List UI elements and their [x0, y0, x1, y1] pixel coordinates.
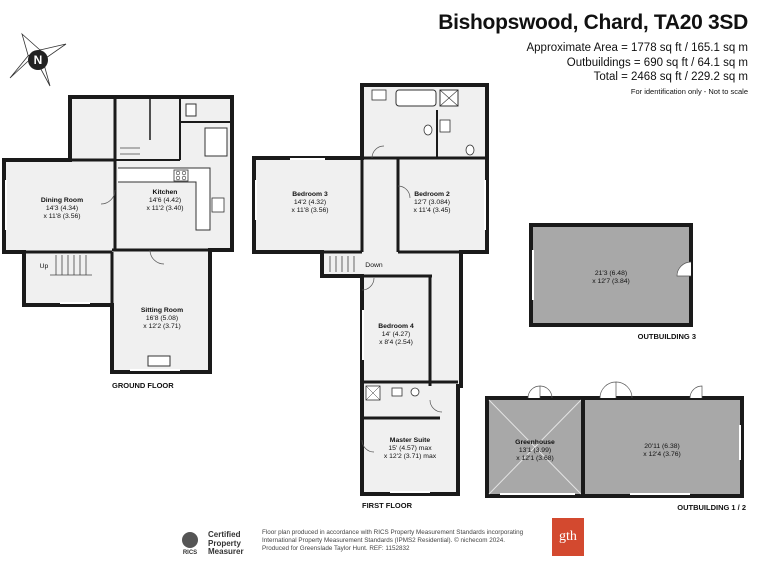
rics-line-1: Certified — [208, 530, 241, 539]
footer-note: Floor plan produced in accordance with R… — [262, 529, 552, 554]
master-suite-dim1: 15' (4.57) max — [388, 445, 432, 452]
outbuilding-3-dim2: x 12'7 (3.84) — [592, 278, 630, 285]
ground-floor-caption: GROUND FLOOR — [112, 381, 174, 390]
kitchen-label: Kitchen — [153, 189, 178, 196]
rics-line-3: Measurer — [208, 547, 244, 556]
footer-note-line-2: International Property Measurement Stand… — [262, 537, 505, 545]
rics-line-2: Property — [208, 538, 241, 548]
stairs-down-label: Down — [365, 262, 383, 269]
bedroom-3-dim2: x 11'8 (3.56) — [291, 207, 328, 214]
scale-note: For identification only - Not to scale — [630, 87, 748, 96]
dining-room-dim1: 14'3 (4.34) — [46, 205, 78, 212]
kitchen-dim1: 14'6 (4.42) — [149, 197, 181, 204]
bedroom-4-label: Bedroom 4 — [378, 323, 414, 330]
outbuilding-1-dim1: 20'11 (6.38) — [644, 443, 680, 450]
page-title: Bishopswood, Chard, TA20 3SD — [438, 11, 748, 34]
first-floor-caption: FIRST FLOOR — [362, 501, 413, 510]
bedroom-2-dim2: x 11'4 (3.45) — [413, 207, 450, 214]
approximate-area: Approximate Area = 1778 sq ft / 165.1 sq… — [526, 42, 748, 54]
sitting-room-dim1: 16'8 (5.08) — [146, 315, 178, 322]
outbuildings-area: Outbuildings = 690 sq ft / 64.1 sq m — [566, 57, 748, 69]
bedroom-4-dim2: x 8'4 (2.54) — [379, 339, 413, 346]
outbuilding-1-dim2: x 12'4 (3.76) — [643, 451, 681, 458]
gth-logo: gth — [552, 518, 584, 556]
sitting-room-label: Sitting Room — [141, 307, 183, 314]
greenhouse-dim2: x 12'1 (3.68) — [516, 455, 554, 462]
rics-certified-text: Certified Property Measurer — [208, 530, 244, 557]
bedroom-4-dim1: 14' (4.27) — [382, 331, 411, 338]
ground-floor — [2, 95, 234, 374]
outbuilding-1-2-caption: OUTBUILDING 1 / 2 — [677, 503, 746, 512]
greenhouse-dim1: 13'1 (3.99) — [519, 447, 551, 454]
footer-note-line-3: Produced for Greenslade Taylor Hunt. REF… — [262, 545, 410, 553]
compass-label: N — [34, 53, 43, 67]
stairs-up-label: Up — [40, 263, 49, 270]
bedroom-2-label: Bedroom 2 — [414, 191, 450, 198]
rics-abbr: RICS — [183, 550, 197, 556]
master-suite-dim2: x 12'2 (3.71) max — [384, 453, 437, 460]
rics-logo-icon: RICS — [182, 532, 198, 556]
outbuilding-3 — [529, 223, 693, 327]
outbuilding-3-dim1: 21'3 (6.48) — [595, 270, 627, 277]
dining-room-label: Dining Room — [41, 197, 83, 204]
bedroom-3-label: Bedroom 3 — [292, 191, 328, 198]
footer-note-line-1: Floor plan produced in accordance with R… — [262, 529, 524, 536]
first-floor — [252, 83, 489, 496]
outbuilding-3-caption: OUTBUILDING 3 — [638, 332, 696, 341]
dining-room-dim2: x 11'8 (3.56) — [43, 213, 80, 220]
bedroom-2-dim1: 12'7 (3.084) — [414, 199, 450, 206]
outbuilding-1-2 — [485, 381, 744, 498]
master-suite-label: Master Suite — [390, 437, 431, 444]
kitchen-dim2: x 11'2 (3.40) — [146, 205, 183, 212]
sitting-room-dim2: x 12'2 (3.71) — [143, 323, 181, 330]
greenhouse-label: Greenhouse — [515, 439, 555, 446]
bedroom-3-dim1: 14'2 (4.32) — [294, 199, 326, 206]
total-area: Total = 2468 sq ft / 229.2 sq m — [593, 71, 748, 83]
compass-icon: N — [9, 32, 67, 87]
